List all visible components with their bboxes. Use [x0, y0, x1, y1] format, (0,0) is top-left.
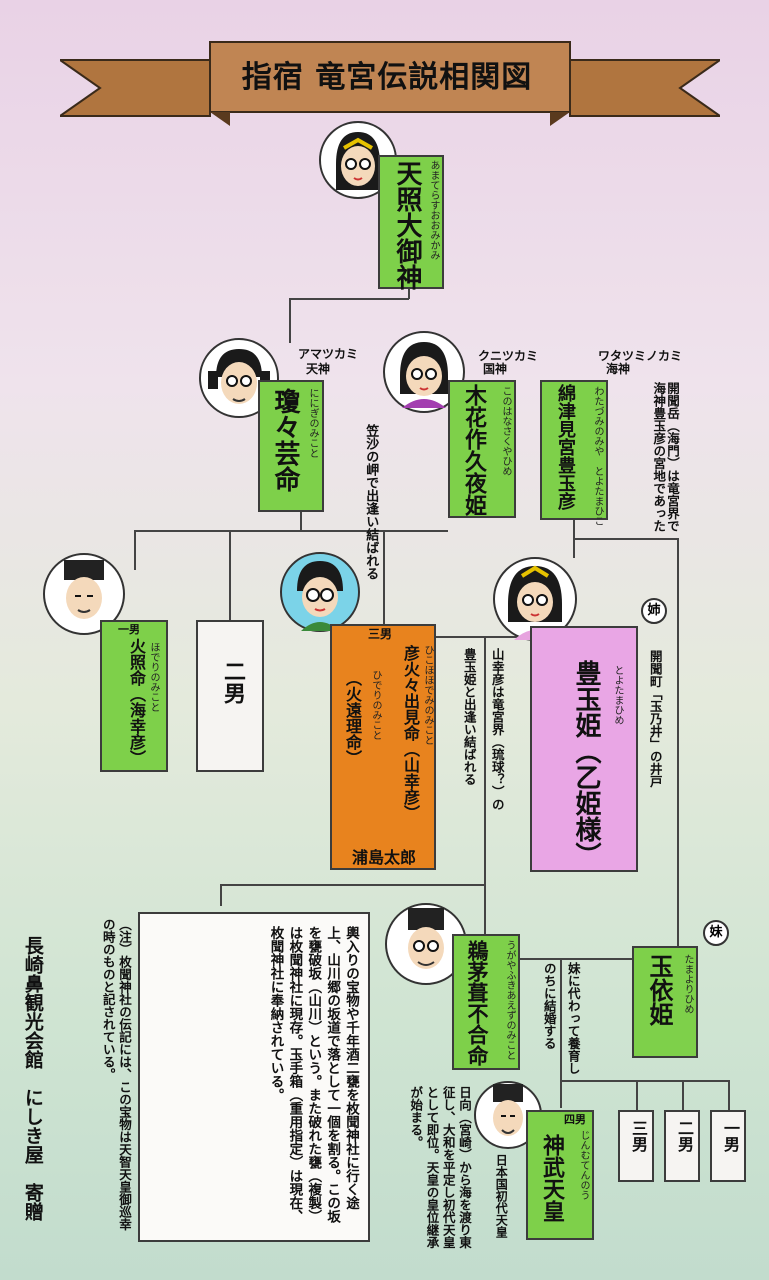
hoderi-ruby: ほでりのみこと [148, 642, 159, 712]
watatsumi-type-kanji: 海神 [606, 362, 631, 376]
ninigi-ruby: ににぎのみこと [307, 388, 318, 458]
second-son-box [196, 620, 264, 772]
ugaya-avatar [385, 903, 467, 985]
ninigi-type: アマツカミ [298, 347, 359, 361]
hohodemi-box [330, 624, 436, 870]
watatsumi-ruby2: とよたまひこ [592, 466, 603, 526]
ninigi-type-kanji: 天神 [306, 362, 331, 376]
watatsumi-box [540, 380, 608, 520]
konohana-ruby: このはなさくやひめ [500, 386, 511, 476]
jinmu-order: 四男 [564, 1113, 586, 1126]
jinmu-title: 日本国初代天皇 [494, 1154, 509, 1238]
connector [134, 530, 384, 532]
watatsumi-type: ワタツミノカミ [598, 349, 683, 363]
connector [677, 538, 679, 948]
tamayori-sister-badge: 妹 [703, 920, 729, 946]
page-title: 指宿 竜宮伝説相関図 [241, 60, 533, 95]
title-banner [60, 41, 720, 126]
connector [289, 298, 291, 343]
toyotama-sister-badge: 姉 [641, 598, 667, 624]
sister-raise-note: 妹に代わって養育し [565, 962, 581, 1075]
connector [520, 958, 632, 960]
tamayori-box [632, 946, 698, 1058]
hohodemi-avatar [280, 552, 360, 632]
amaterasu-name: 天照大御神 [392, 160, 422, 290]
treasure-info-text: 輿入りの宝物や千年酒二甕を枚聞神社に行く途上、山川郷の坂道で落として一個を割る。… [267, 926, 359, 1223]
connector [220, 884, 486, 886]
watatsumi-ruby1: わたづみのみや [592, 386, 603, 456]
footnote: （注）枚聞神社の伝記には、この宝物は天智天皇御巡幸の時のものと記されている。 [100, 918, 132, 1231]
ninigi-box [258, 380, 324, 512]
tamayori-ruby: たまよりひめ [682, 954, 693, 1014]
connector [682, 1080, 684, 1112]
connector [383, 530, 385, 626]
hoderi-order: 一男 [118, 623, 140, 636]
hohodemi-name2: （火遠理命） [343, 670, 362, 766]
connector [560, 958, 562, 1108]
hohodemi-ruby1: ひこほほでみのみこと [422, 645, 433, 745]
donor-credit: 長崎鼻観光会館 にしき屋 寄贈 [21, 936, 44, 1221]
son-box-2 [664, 1110, 700, 1182]
kaimoncho-note: 開聞町「玉乃井」の井戸 [647, 650, 663, 788]
kaimondake-note: 開聞岳（海門）は竜宮界で海神豊玉彦の宮地であった [651, 382, 680, 532]
toyotama-box [530, 626, 638, 872]
connector [289, 298, 409, 300]
konohana-avatar [383, 331, 465, 413]
konohana-type-kanji: 国神 [483, 362, 508, 376]
hoderi-name: 火照命（海幸彦） [127, 638, 146, 766]
hohodemi-order: 三男 [368, 627, 393, 641]
connector [560, 1080, 730, 1082]
urashima-name: 浦島太郎 [351, 848, 416, 867]
second-son-name: 二男 [220, 660, 246, 704]
hohodemi-name1: 彦火々出見命（山幸彦） [401, 645, 420, 821]
treasure-info-box [138, 912, 370, 1242]
toyotama-meet-note: 豊玉姫と出逢い結ばれる [461, 648, 477, 786]
ugaya-box [452, 934, 520, 1070]
konohana-name: 木花作久夜姫 [461, 384, 487, 516]
jinmu-description: 日向（宮崎）から海を渡り東征し、大和を平定し初代天皇として即位。天皇の皇位継承が… [408, 1086, 472, 1249]
son-label-2: 二男 [675, 1120, 694, 1152]
jinmu-ruby: じんむてんのう [578, 1130, 589, 1200]
son-box-3 [618, 1110, 654, 1182]
amaterasu-avatar [319, 121, 397, 199]
jinmu-name: 神武天皇 [539, 1134, 565, 1222]
hoderi-box [100, 620, 168, 772]
connector [484, 636, 486, 956]
konohana-type: クニツカミ [478, 349, 539, 363]
yamasachi-note: 山幸彦は竜宮界（琉球？）の [489, 648, 505, 811]
son-box-1 [710, 1110, 746, 1182]
toyotama-ruby: とよたまひめ [612, 665, 623, 725]
hoderi-avatar [43, 553, 125, 635]
connector [728, 1080, 730, 1112]
amaterasu-box [378, 155, 444, 289]
tamayori-name: 玉依姫 [645, 954, 674, 1026]
hohodemi-ruby2: ひでりのみこと [370, 670, 381, 740]
konohana-box [448, 380, 516, 518]
watatsumi-name: 綿津見宮豊玉彦 [555, 384, 576, 510]
kasasa-note: 笠沙の岬で出逢い結ばれる [363, 424, 379, 580]
connector [134, 530, 136, 570]
jinmu-box [526, 1110, 594, 1240]
son-label-3: 三男 [629, 1120, 648, 1152]
ugaya-name: 鵜茅葺不合命 [465, 940, 490, 1066]
connector [229, 530, 231, 622]
amaterasu-ruby: あまてらすおおみかみ [428, 160, 439, 260]
later-married-note: のちに結婚する [541, 962, 557, 1050]
connector [220, 884, 222, 906]
ninigi-name: 瓊々芸命 [270, 388, 300, 492]
son-label-1: 一男 [721, 1120, 740, 1152]
toyotama-avatar [493, 557, 577, 641]
ugaya-ruby: うがやふきあえずのみこと [504, 940, 515, 1060]
connector [573, 538, 678, 540]
toyotama-name: 豊玉姫（乙姫様） [571, 660, 601, 868]
connector [408, 285, 410, 299]
connector [636, 1080, 638, 1112]
